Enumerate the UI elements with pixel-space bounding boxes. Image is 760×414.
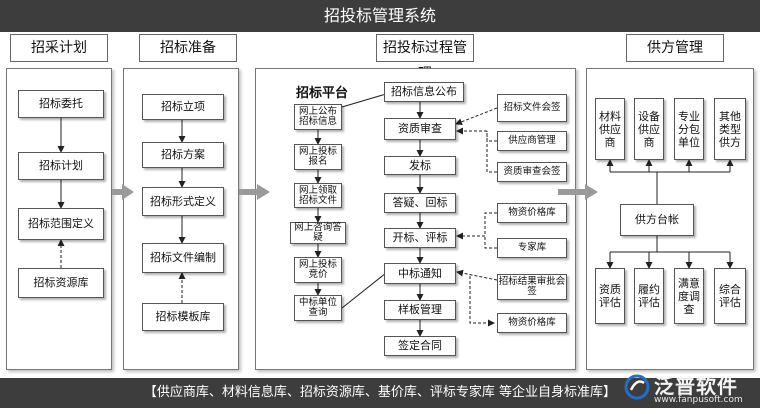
supplier-eval-qualification: 资质评估 [595, 268, 625, 324]
side-node-result-approval: 招标结果审批会签 [497, 274, 567, 300]
platform-node-bidding: 网上投标竞价 [294, 257, 342, 283]
plan-node-resource-db: 招标资源库 [18, 268, 104, 298]
side-node-material-price-db-1: 物资价格库 [497, 203, 567, 223]
section-header-plan: 招采计划 [10, 34, 108, 62]
prep-node-initiation: 招标立项 [142, 94, 224, 120]
flow-node-qa-return: 答疑、回标 [384, 193, 456, 213]
platform-node-get-docs: 网上领取招标文件 [294, 183, 342, 208]
supplier-type-subcontract: 专业分包单位 [674, 98, 704, 160]
brand-name: 泛普软件 [654, 374, 738, 398]
flow-node-issue: 发标 [384, 156, 456, 175]
supplier-eval-performance: 履约评估 [634, 268, 664, 324]
prep-node-form-definition: 招标形式定义 [142, 187, 224, 216]
brand-logo: 泛普软件 www.fanpusoft.com [624, 368, 754, 412]
brand-url: www.fanpusoft.com [654, 395, 743, 405]
flow-node-award-notice: 中标通知 [384, 263, 456, 284]
platform-node-winner-query: 中标单位查询 [294, 295, 342, 321]
plan-node-plan: 招标计划 [18, 152, 104, 180]
section-header-prep: 招标准备 [139, 34, 237, 62]
flow-arrow-prep-to-process [239, 184, 270, 200]
flow-arrow-process-to-supplier [558, 184, 598, 200]
side-node-qual-countersign: 资质审查会签 [497, 162, 567, 182]
supplier-type-material: 材料供应商 [595, 98, 625, 160]
prep-node-document-prep: 招标文件编制 [142, 243, 224, 273]
prep-node-template-db: 招标模板库 [142, 303, 224, 331]
supplier-eval-overall: 综合评估 [714, 268, 746, 324]
side-node-expert-db: 专家库 [497, 238, 567, 258]
supplier-type-other: 其他类型供方 [714, 98, 746, 160]
supplier-ledger: 供方台帐 [620, 204, 694, 236]
flow-node-info-publish: 招标信息公布 [384, 82, 464, 102]
flow-node-qualification: 资质审查 [384, 118, 456, 140]
platform-node-qa: 网上咨询答疑 [290, 222, 346, 244]
footer-banner: 【供应商库、材料信息库、招标资源库、基价库、评标专家库 等企业自身标准库】 [0, 378, 760, 408]
platform-node-publish-info: 网上公布招标信息 [294, 104, 342, 130]
side-node-material-price-db-2: 物资价格库 [497, 313, 567, 333]
prep-node-scheme: 招标方案 [142, 142, 224, 168]
brand-mark-icon [624, 374, 650, 400]
supplier-type-equipment: 设备供应商 [634, 98, 664, 160]
plan-node-scope: 招标范围定义 [18, 208, 104, 240]
flow-node-sample-mgmt: 样板管理 [384, 300, 456, 320]
side-node-doc-countersign: 招标文件会签 [497, 94, 567, 122]
supplier-eval-satisfaction: 满意度调查 [674, 268, 704, 324]
platform-title: 招标平台 [296, 86, 349, 101]
flow-arrow-plan-to-prep [112, 184, 134, 200]
page-title: 招投标管理系统 [0, 0, 760, 32]
flow-node-sign-contract: 签定合同 [384, 336, 456, 356]
flow-node-open-evaluate: 开标、评标 [384, 228, 456, 248]
side-node-supplier-mgmt: 供应商管理 [497, 131, 567, 151]
section-header-supplier: 供方管理 [626, 34, 724, 62]
plan-node-commission: 招标委托 [18, 90, 104, 118]
platform-node-register: 网上投标报名 [294, 144, 342, 170]
